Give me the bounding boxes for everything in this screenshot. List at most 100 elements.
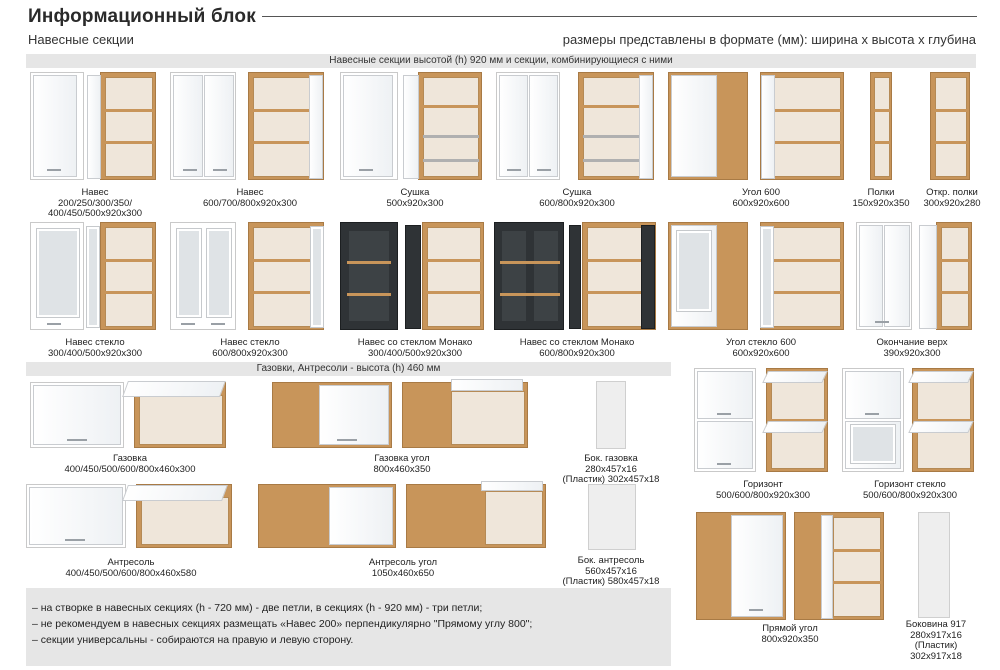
item-size-plastic: 302х917х18 [910,650,962,662]
label-sushka-single: Сушка 500х920х300 [340,187,490,209]
item-monako-single [340,222,490,334]
cabinet-closed-image [340,222,398,330]
item-gorizont-steklo [842,368,978,474]
cabinet-closed-image [170,72,236,180]
item-naves-steklo-double [170,222,330,334]
item-sushka-single [340,72,490,182]
item-name: Газовка угол [374,453,430,464]
item-size: 500/600/800х920х300 [715,489,811,501]
label-naves-double: Навес 600/700/800х920х300 [170,187,330,209]
item-name: Прямой угол [762,623,818,634]
item-gorizont [694,368,834,474]
item-antresol-ugol [258,481,548,552]
cabinet-open-image [405,222,484,330]
section-band-920: Навесные секции высотой (h) 920 мм и сек… [26,54,976,68]
item-name: Навес со стеклом Монако [357,337,473,348]
item-name: Откр. полки [926,187,978,198]
cabinet-closed-image [30,382,124,448]
item-otkr-polki [930,72,970,182]
item-name: Полки [867,187,895,198]
cabinet-open-image [87,72,156,180]
label-bok-gazovka: Бок. газовка 280х457х16 (Пластик) 302х45… [550,453,672,486]
item-name: Угол стекло 600 [725,337,797,348]
cabinet-open-image [122,381,226,448]
label-pryamoy-ugol: Прямой угол 800х920х350 [720,623,860,645]
item-name: Навес [236,187,264,198]
cabinet-closed-image [842,368,904,472]
item-size: 280х917х16 [910,629,962,641]
item-ugol-600 [668,72,854,182]
note-line-3: – секции универсальны - собираются на пр… [32,634,354,646]
label-monako-single: Навес со стеклом Монако 300/400/500х920х… [340,337,490,359]
item-antresol [26,482,236,552]
open-shelf-image [930,72,970,180]
cabinet-open-image [919,222,972,330]
cabinet-open-image [569,222,656,330]
note-line-2: – не рекомендуем в навесных секциях разм… [32,618,533,630]
label-monako-double: Навес со стеклом Монако 600/800х920х300 [494,337,660,359]
label-naves-steklo-single: Навес стекло 300/400/500х920х300 [30,337,160,359]
label-naves-small: Навес 200/250/300/350/ 400/450/500х920х3… [30,187,160,220]
label-gorizont-steklo: Горизонт стекло 500/600/800х920х300 [832,479,988,501]
item-size: 600х920х600 [732,347,790,359]
item-size: 560х457х16 [585,565,637,577]
side-panel-gazovka-image [596,381,626,449]
cabinet-closed-image [494,222,564,330]
item-name: Навес [81,187,109,198]
label-ugol-600: Угол 600 600х920х600 [668,187,854,209]
cabinet-open-image [760,72,844,180]
item-size: 280х457х16 [585,463,637,475]
item-name: Сушка [400,187,430,198]
cabinet-closed-image [696,512,786,620]
item-size-plastic: (Пластик) 580х457х18 [562,576,660,587]
cabinet-open-image [762,368,828,472]
cabinet-closed-image [272,382,392,448]
item-size: 200/250/300/350/ 400/450/500х920х300 [47,197,143,219]
item-name: Навес стекло [220,337,280,348]
item-name: Антресоль угол [368,557,438,568]
label-antresol: Антресоль 400/450/500/600/800х460х580 [26,557,236,579]
page-subtitle: Навесные секции [28,32,134,47]
item-name: Газовка [112,453,147,464]
item-name: Бок. антресоль [577,555,645,566]
item-gazovka-ugol [272,379,532,452]
label-sushka-double: Сушка 600/800х920х300 [496,187,658,209]
page-title: Информационный блок [28,6,256,27]
label-antresol-ugol: Антресоль угол 1050х460х650 [258,557,548,579]
label-gorizont: Горизонт 500/600/800х920х300 [680,479,846,501]
item-size: 600/800х920х300 [212,347,288,359]
item-size: 800х460х350 [373,463,431,475]
cabinet-closed-image [258,484,396,548]
item-ugol-steklo [668,222,854,334]
item-polki [870,72,892,182]
item-gazovka [30,380,230,452]
label-bokovina: Боковина 917 280х917х16 (Пластик) 302х91… [890,619,982,662]
cabinet-open-image [86,222,156,330]
item-naves-small [30,72,160,182]
section-band-460: Газовки, Антресоли - высота (h) 460 мм [26,362,671,376]
side-panel-bokovina-image [918,512,950,618]
item-okonchanie [856,222,974,334]
item-name: Угол 600 [742,187,780,198]
item-monako-double [494,222,660,334]
item-name: Навес стекло [65,337,125,348]
label-otkr-polki: Откр. полки 300х920х280 [914,187,990,209]
item-naves-double [170,72,330,182]
cabinet-open-image [122,484,232,548]
item-size: 400/450/500/600/800х460х580 [65,567,197,579]
item-size: 400/450/500/600/800х460х300 [64,463,196,475]
item-size: 800х920х350 [761,633,819,645]
cabinet-closed-image [668,222,748,330]
cabinet-closed-image [856,222,912,330]
shelf-unit-image [870,72,892,180]
item-name: Горизонт стекло [874,479,946,490]
item-pryamoy-ugol [696,510,886,622]
cabinet-open-image [578,72,654,180]
item-name: Боковина 917 [905,619,967,630]
item-size: 300/400/500х920х300 [47,347,143,359]
label-naves-steklo-double: Навес стекло 600/800х920х300 [170,337,330,359]
item-name: Сушка [562,187,592,198]
label-okonchanie: Окончание верх 390х920х300 [850,337,974,359]
item-name: Горизонт [743,479,783,490]
notes-box: – на створке в навесных секциях (h - 720… [26,588,671,666]
